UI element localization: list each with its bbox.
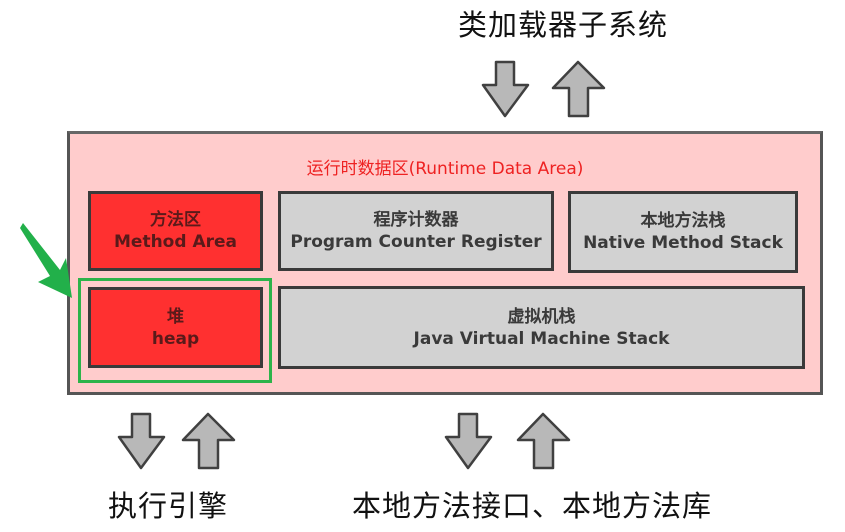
runtime-data-area-title: 运行时数据区(Runtime Data Area)	[306, 159, 584, 179]
down-arrow-icon	[444, 412, 493, 470]
up-arrow-icon	[181, 412, 236, 470]
heap-box: 堆 heap	[88, 287, 263, 368]
jvm-stack-en: Java Virtual Machine Stack	[413, 328, 670, 349]
execution-engine-label: 执行引擎	[108, 489, 229, 523]
program-counter-register-box: 程序计数器 Program Counter Register	[278, 191, 554, 271]
program-counter-register-zh: 程序计数器	[373, 210, 459, 230]
down-arrow-icon	[481, 60, 530, 118]
class-loader-subsystem-label: 类加载器子系统	[458, 8, 669, 42]
native-method-stack-zh: 本地方法栈	[640, 211, 726, 231]
native-method-stack-en: Native Method Stack	[583, 233, 783, 253]
heap-highlight-frame	[78, 278, 272, 383]
up-arrow-icon	[551, 60, 606, 118]
jvm-stack-box: 虚拟机栈 Java Virtual Machine Stack	[278, 286, 805, 369]
heap-en: heap	[151, 328, 200, 349]
method-area-en: Method Area	[114, 232, 237, 252]
program-counter-register-en: Program Counter Register	[290, 232, 542, 252]
method-area-zh: 方法区	[150, 210, 201, 230]
method-area-box: 方法区 Method Area	[88, 191, 263, 271]
jvm-stack-zh: 虚拟机栈	[507, 306, 576, 327]
native-method-stack-box: 本地方法栈 Native Method Stack	[568, 191, 798, 273]
up-arrow-icon	[516, 412, 571, 470]
heap-zh: 堆	[167, 306, 184, 327]
native-interface-library-label: 本地方法接口、本地方法库	[352, 489, 713, 523]
down-arrow-icon	[117, 412, 166, 470]
pointer-arrow-icon	[20, 223, 72, 298]
